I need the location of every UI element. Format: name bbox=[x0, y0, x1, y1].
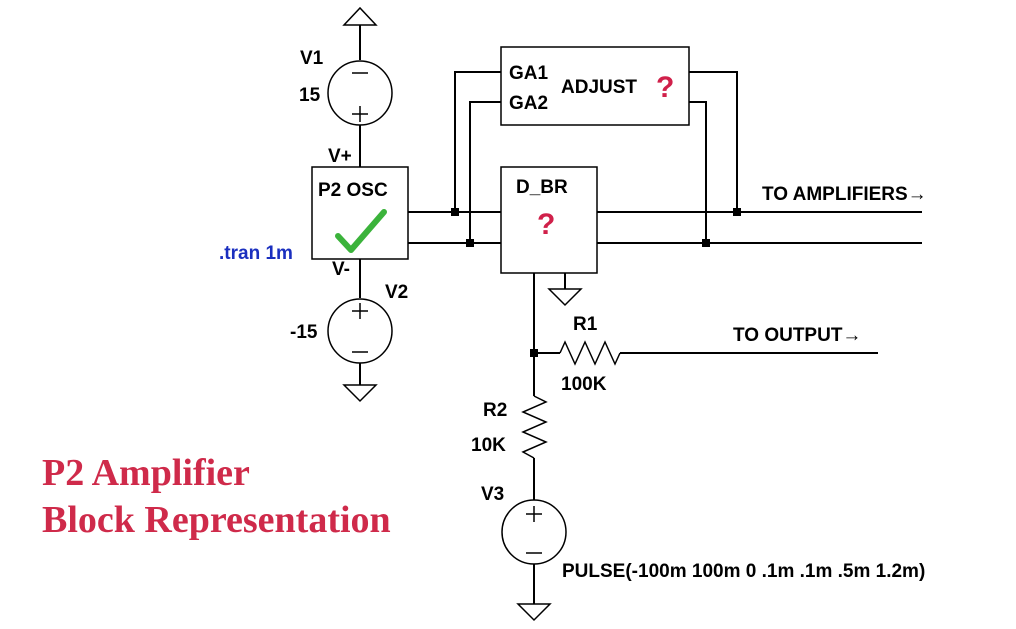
to-output-label: TO OUTPUT→ bbox=[733, 325, 861, 346]
r2-name-label: R2 bbox=[483, 400, 507, 421]
tran-directive: .tran 1m bbox=[219, 243, 293, 264]
adjust-ga1-label: GA1 bbox=[509, 63, 549, 84]
osc-vplus-label: V+ bbox=[328, 146, 352, 167]
r2-value-label: 10K bbox=[471, 435, 506, 456]
adjust-question-mark: ? bbox=[656, 71, 674, 104]
v1-name-label: V1 bbox=[300, 48, 324, 69]
output-network bbox=[501, 273, 878, 622]
v1-power-flag-icon bbox=[342, 6, 378, 26]
v1-supply bbox=[327, 6, 393, 167]
adjust-block bbox=[500, 46, 690, 126]
d-br-block bbox=[500, 166, 598, 274]
osc-vminus-label: V- bbox=[332, 259, 350, 280]
r1-resistor-icon bbox=[559, 340, 621, 366]
v2-value-label: -15 bbox=[290, 322, 318, 343]
r1-value-label: 100K bbox=[561, 374, 607, 395]
diagram-title-line-1: P2 Amplifier bbox=[42, 452, 250, 494]
to-amplifiers-label: TO AMPLIFIERS→ bbox=[762, 184, 927, 205]
osc-name-label: P2 OSC bbox=[318, 180, 388, 201]
d-br-name-label: D_BR bbox=[516, 177, 568, 198]
v3-name-label: V3 bbox=[481, 484, 504, 505]
adjust-ga2-label: GA2 bbox=[509, 93, 548, 114]
d-br-ground-icon bbox=[547, 288, 583, 307]
signal-bus bbox=[408, 71, 922, 247]
v3-ground-icon bbox=[516, 603, 552, 622]
v3-value-label: PULSE(-100m 100m 0 .1m .1m .5m 1.2m) bbox=[562, 561, 925, 582]
diagram-title-line-2: Block Representation bbox=[42, 499, 391, 541]
v2-name-label: V2 bbox=[385, 282, 408, 303]
adjust-name-label: ADJUST bbox=[561, 77, 637, 98]
d-br-question-mark: ? bbox=[537, 208, 555, 241]
d-br-ground bbox=[547, 273, 583, 307]
v1-value-label: 15 bbox=[299, 85, 321, 106]
r2-resistor-icon bbox=[521, 395, 548, 459]
v2-supply bbox=[327, 259, 393, 403]
check-icon bbox=[335, 209, 387, 253]
r1-name-label: R1 bbox=[573, 314, 598, 335]
v2-ground-icon bbox=[342, 384, 378, 403]
